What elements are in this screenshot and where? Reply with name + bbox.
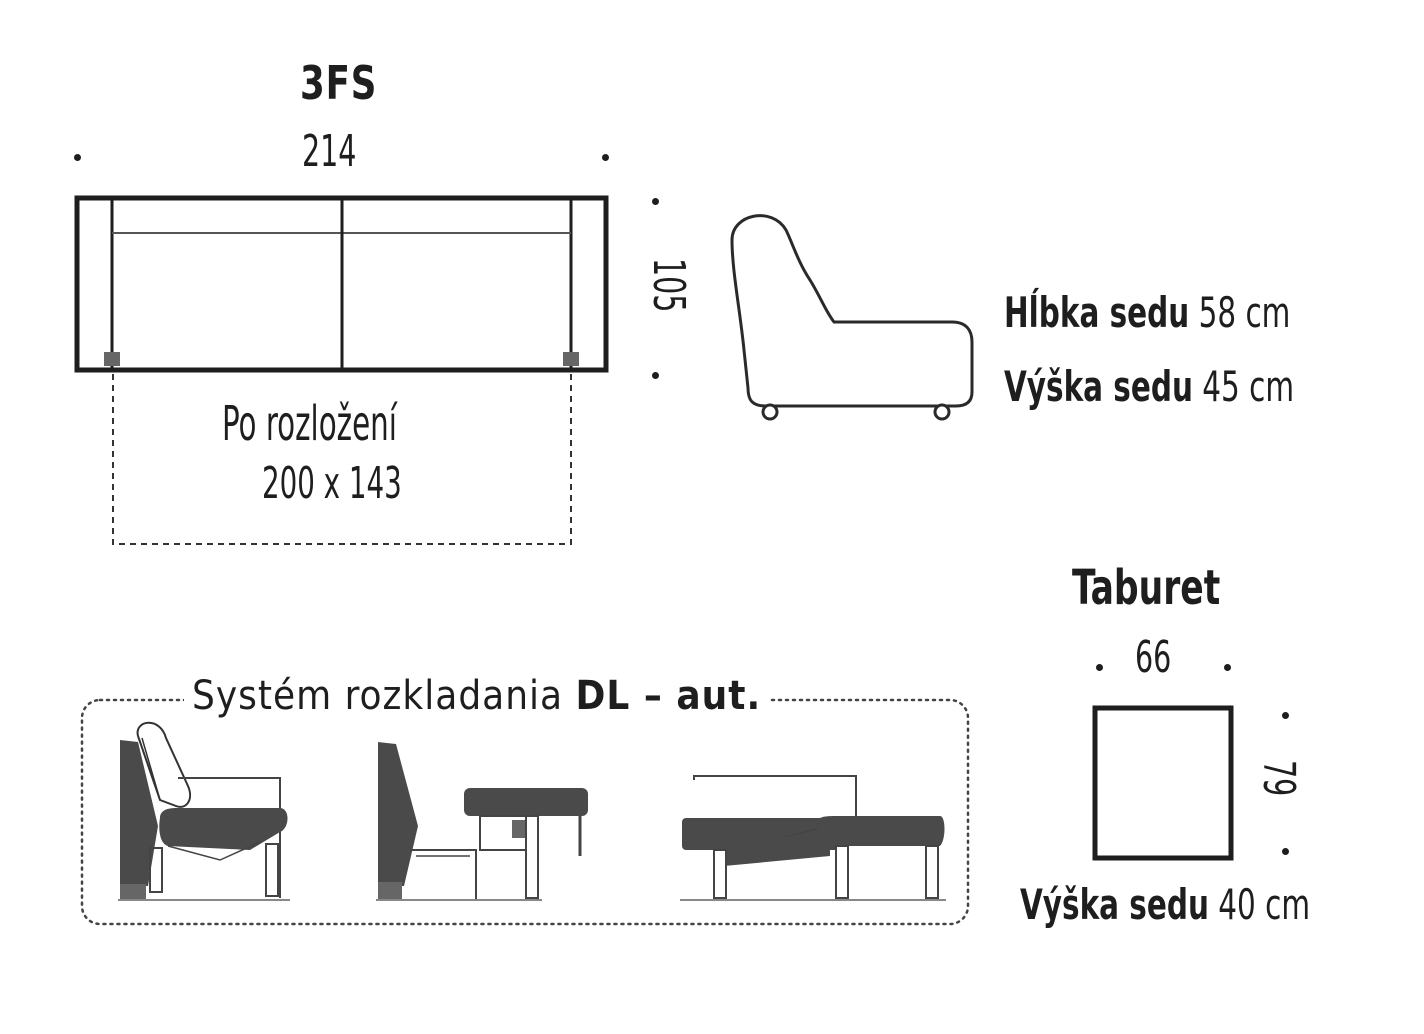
taburet-seat-height-spec: Výška sedu 40 cm — [1020, 884, 1310, 926]
step-3-bed — [680, 775, 946, 901]
width-dimension-marker-left — [74, 154, 81, 161]
taburet-seat-height-label: Výška sedu — [1020, 880, 1209, 929]
taburet-top-view — [1092, 705, 1234, 861]
right-armrest-tip — [563, 352, 579, 366]
seat-height-value: 45 cm — [1202, 362, 1295, 411]
taburet-depth-marker-top — [1282, 712, 1289, 719]
unfolded-label: Po rozložení — [222, 396, 397, 452]
taburet-width-dimension: 66 — [1135, 632, 1172, 683]
depth-dimension-marker-top — [652, 198, 659, 205]
unfolded-size: 200 x 143 — [262, 458, 402, 509]
seat-depth-spec: Hĺbka sedu 58 cm — [1004, 292, 1290, 334]
step-1-sofa — [118, 721, 290, 901]
unfolded-outline — [112, 369, 572, 545]
front-leg — [761, 403, 779, 421]
taburet-depth-marker-bottom — [1282, 848, 1289, 855]
seat-height-spec: Výška sedu 45 cm — [1004, 366, 1294, 408]
depth-dimension-marker-bottom — [652, 372, 659, 379]
sofa-depth-dimension: 105 — [643, 258, 694, 313]
taburet-seat-height-value: 40 cm — [1218, 880, 1311, 929]
sofa-width-dimension: 214 — [302, 126, 357, 177]
mechanism-caption: Systém rozkladania DL – aut. — [184, 673, 770, 719]
taburet-outline — [1092, 705, 1234, 861]
mechanism-caption-prefix: Systém rozkladania — [192, 673, 564, 719]
taburet-width-marker-right — [1224, 664, 1231, 671]
seat-depth-label: Hĺbka sedu — [1004, 288, 1190, 337]
mechanism-frame — [80, 698, 970, 926]
seat-height-label: Výška sedu — [1004, 362, 1193, 411]
sofa-top-view-drawing — [74, 195, 609, 545]
mechanism-drawings — [80, 698, 970, 926]
side-profile-outline — [730, 214, 974, 408]
taburet-title: Taburet — [1072, 560, 1221, 616]
width-dimension-marker-right — [602, 154, 609, 161]
taburet-depth-dimension: 79 — [1253, 760, 1304, 797]
seat-depth-value: 58 cm — [1198, 288, 1291, 337]
model-title: 3FS — [300, 56, 378, 110]
left-armrest-tip — [104, 352, 120, 366]
step-2-unfold — [376, 742, 588, 901]
mechanism-caption-bold: DL – aut. — [575, 673, 762, 719]
rear-leg — [933, 403, 951, 421]
sofa-side-profile-drawing — [730, 214, 974, 421]
taburet-width-marker-left — [1096, 664, 1103, 671]
